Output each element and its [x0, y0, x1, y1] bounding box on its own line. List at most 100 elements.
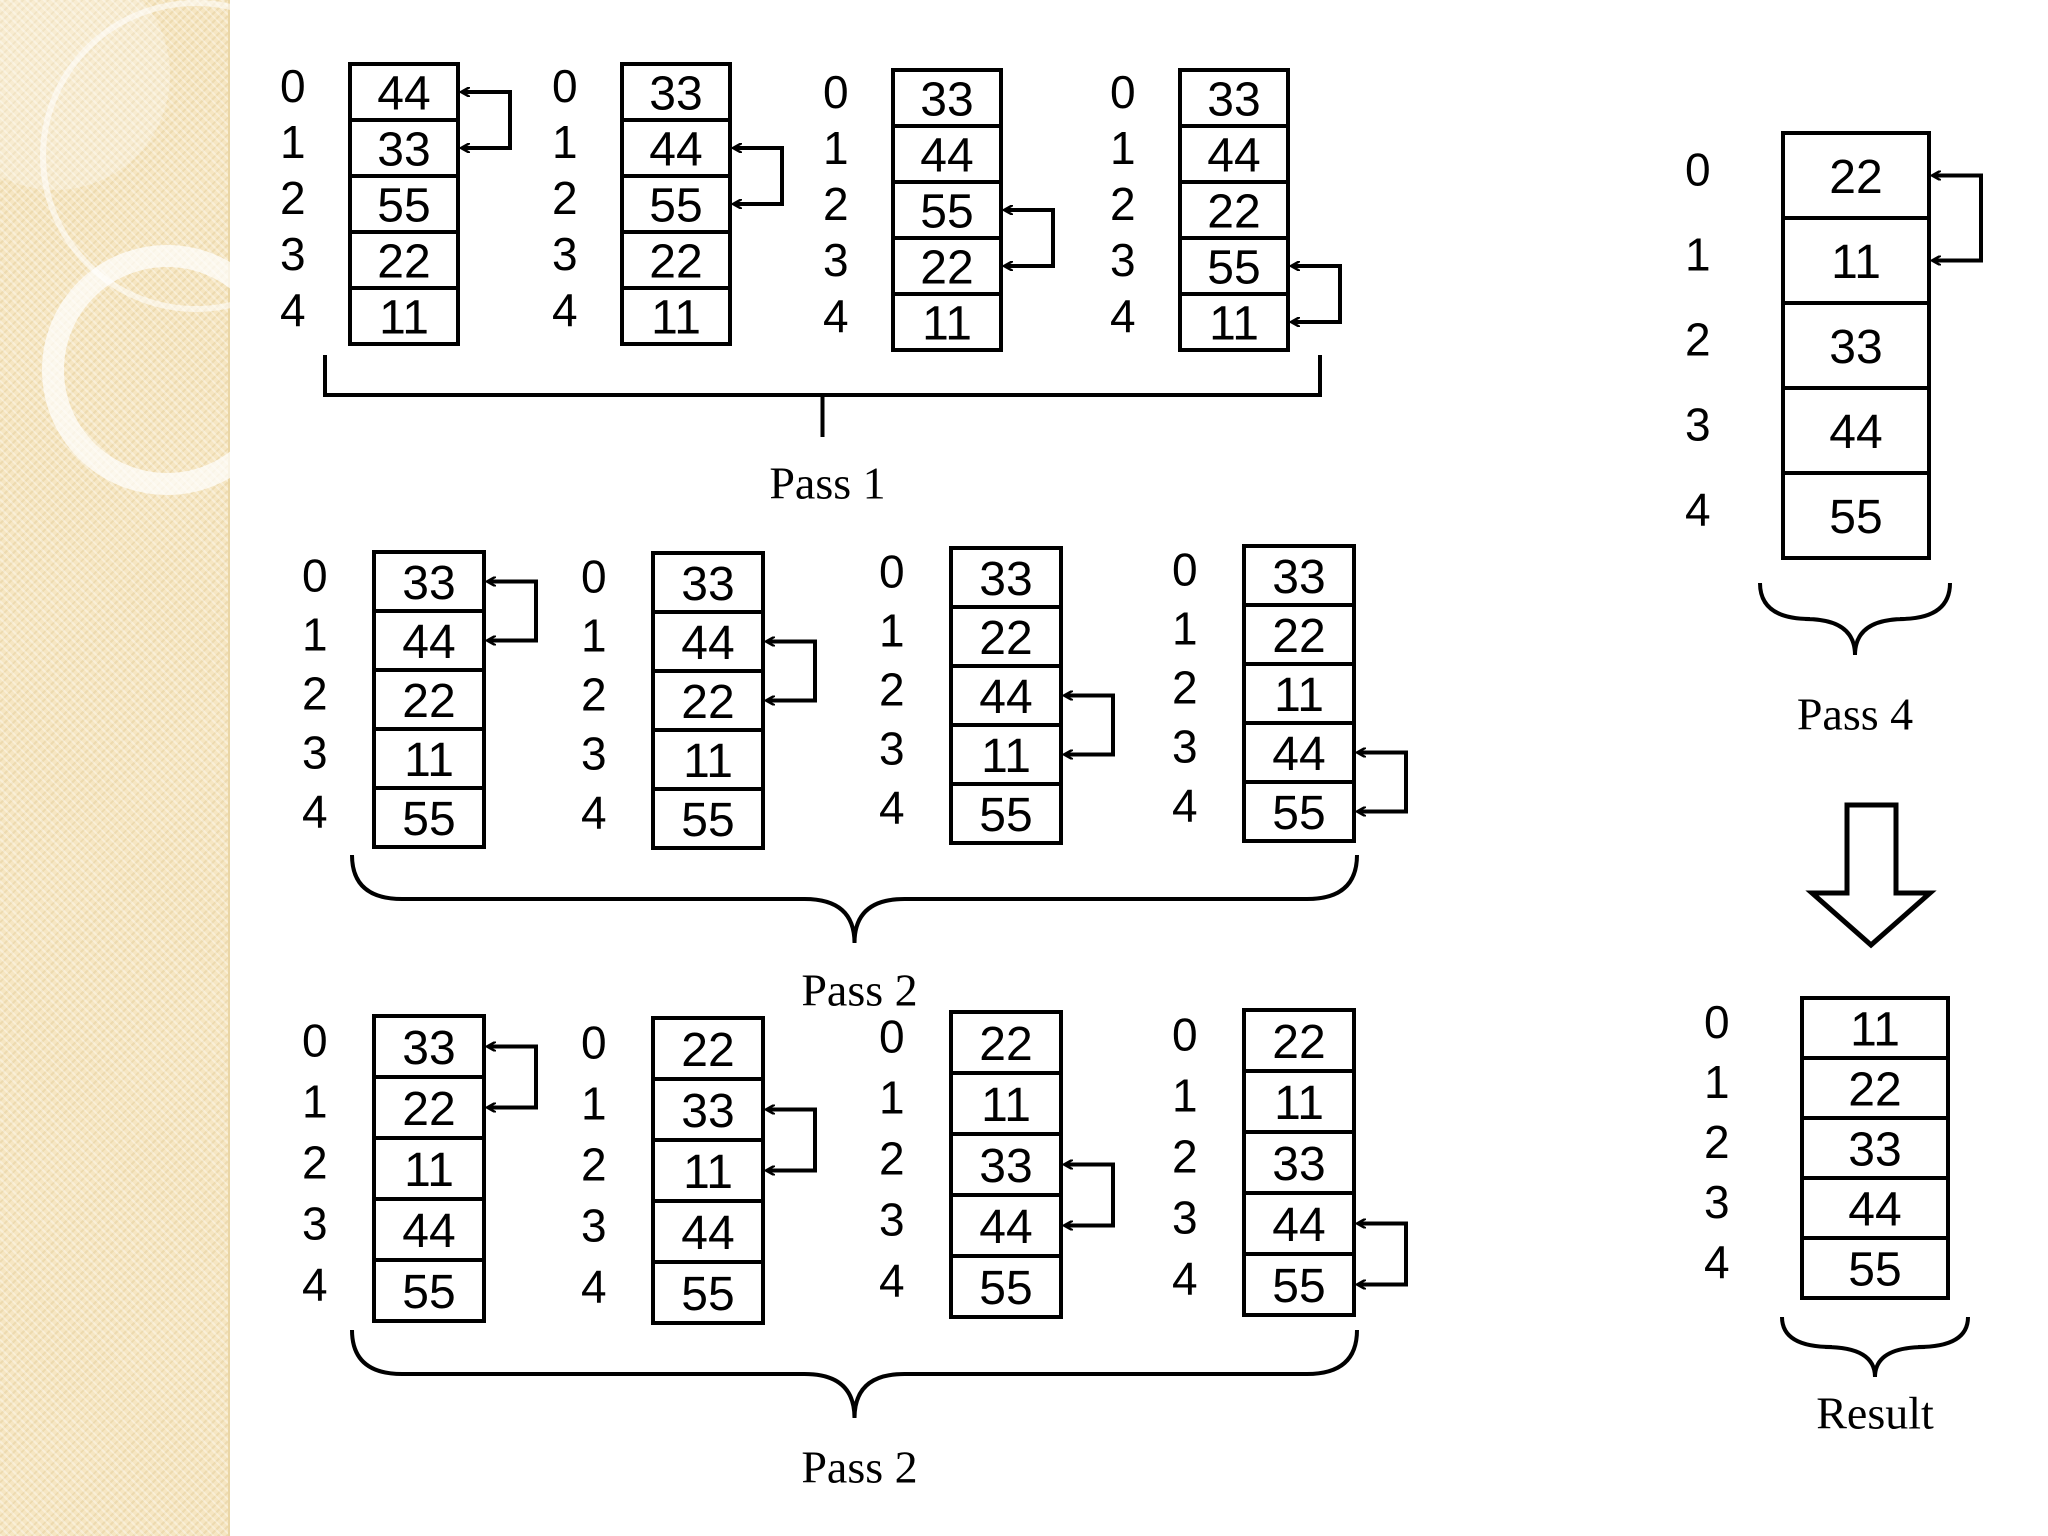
array-cell: [949, 1010, 1063, 1075]
index-label: 0: [581, 551, 607, 603]
cell-value: 11: [981, 1079, 1031, 1132]
swap-arrow: [1933, 175, 1983, 261]
swap-arrow: [734, 148, 784, 204]
index-label: 3: [302, 1198, 328, 1250]
cell-value: 44: [681, 617, 734, 670]
index-label: 2: [581, 669, 607, 721]
array-cell: [1800, 1236, 1950, 1300]
index-label: 1: [879, 1072, 905, 1124]
cell-value: 11: [379, 292, 429, 345]
index-label: 2: [552, 172, 578, 224]
swap-arrow: [1358, 752, 1408, 812]
cell-value: 55: [649, 180, 702, 233]
index-label: 3: [552, 228, 578, 280]
array-cell: [651, 551, 765, 614]
down-arrow-icon: [1805, 802, 1937, 949]
array-cell: [949, 782, 1063, 845]
cell-value: 44: [920, 130, 973, 183]
index-label: 1: [823, 122, 849, 174]
array-cell: [348, 230, 460, 290]
cell-value: 55: [979, 1262, 1032, 1315]
array-cell: [1178, 180, 1290, 240]
cell-value: 33: [979, 553, 1032, 606]
index-label: 4: [581, 1261, 607, 1313]
index-label: 0: [302, 1015, 328, 1067]
cell-value: 44: [681, 1207, 734, 1260]
cell-value: 44: [1272, 728, 1325, 781]
cell-value: 33: [1848, 1124, 1901, 1177]
index-label: 1: [302, 1076, 328, 1128]
swap-arrow: [1358, 1224, 1408, 1285]
index-label: 3: [581, 1200, 607, 1252]
index-label: 1: [552, 116, 578, 168]
pass-caption: Pass 1: [769, 458, 885, 509]
index-label: 3: [1110, 234, 1136, 286]
cell-value: 11: [404, 734, 454, 787]
swap-arrow: [488, 581, 538, 641]
cell-value: 55: [681, 794, 734, 847]
swap-arrow: [1292, 266, 1342, 322]
array-cell: [1178, 236, 1290, 296]
cell-value: 22: [681, 676, 734, 729]
array-cell: [1781, 386, 1931, 475]
cell-value: 22: [1272, 610, 1325, 663]
array-cell: [372, 668, 486, 731]
swap-arrow: [1292, 266, 1342, 322]
index-label: 3: [581, 728, 607, 780]
cell-value: 33: [402, 557, 455, 610]
array-cell: [1781, 131, 1931, 220]
swap-arrow: [1065, 1164, 1115, 1226]
pass-caption: Pass 2: [801, 1442, 917, 1493]
cell-value: 33: [681, 1085, 734, 1138]
result-caption: Result: [1816, 1388, 1934, 1439]
index-label: 2: [280, 172, 306, 224]
index-label: 1: [1172, 603, 1198, 655]
cell-value: 55: [377, 180, 430, 233]
index-label: 1: [280, 116, 306, 168]
index-label: 4: [823, 290, 849, 342]
cell-value: 44: [1272, 1199, 1325, 1252]
array-cell: [891, 124, 1003, 184]
index-label: 3: [280, 228, 306, 280]
cell-value: 33: [402, 1022, 455, 1075]
cell-value: 33: [1272, 1138, 1325, 1191]
index-label: 0: [1704, 996, 1730, 1048]
swap-arrow: [767, 1109, 817, 1171]
cell-value: 11: [1831, 236, 1881, 289]
index-label: 2: [1685, 314, 1711, 366]
array-cell: [651, 787, 765, 850]
cell-value: 22: [979, 1018, 1032, 1071]
index-label: 2: [823, 178, 849, 230]
cell-value: 55: [920, 186, 973, 239]
cell-value: 55: [402, 1266, 455, 1319]
pass-caption: Pass 2: [801, 965, 917, 1016]
array-cell: [620, 286, 732, 346]
index-label: 4: [552, 284, 578, 336]
array-cell: [1800, 1116, 1950, 1180]
index-label: 3: [302, 727, 328, 779]
index-label: 2: [879, 664, 905, 716]
cell-value: 33: [979, 1140, 1032, 1193]
index-label: 4: [581, 787, 607, 839]
array-cell: [1800, 996, 1950, 1060]
index-label: 3: [1172, 1192, 1198, 1244]
index-label: 1: [581, 1078, 607, 1130]
cell-value: 55: [1848, 1244, 1901, 1297]
array-cell: [372, 1258, 486, 1323]
index-label: 4: [302, 786, 328, 838]
swap-arrow: [1065, 1165, 1115, 1226]
cell-value: 44: [402, 1205, 455, 1258]
index-label: 0: [302, 550, 328, 602]
swap-arrow: [1358, 1223, 1408, 1285]
cell-value: 55: [1272, 787, 1325, 840]
cell-value: 44: [402, 616, 455, 669]
index-label: 2: [302, 1137, 328, 1189]
cell-value: 11: [1209, 298, 1259, 351]
decorative-sidebar: [0, 0, 352, 1536]
